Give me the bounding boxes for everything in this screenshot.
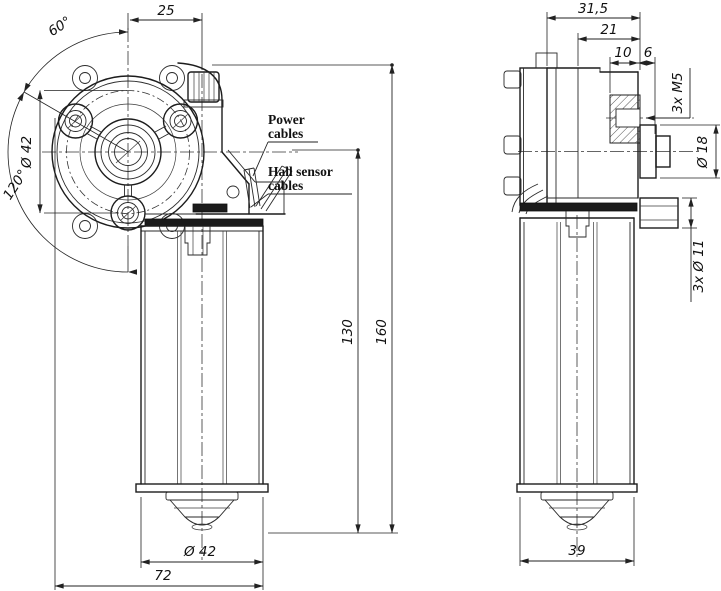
motor-dia-42-label: Ø 42 <box>183 544 216 560</box>
dim-6-label: 6 <box>644 45 653 61</box>
motor-body-front <box>135 203 269 531</box>
power-cables <box>243 167 261 209</box>
housing-hole <box>226 185 240 199</box>
offset-dimension: 25 <box>129 3 203 70</box>
front-width-dimensions: Ø 42 72 <box>54 118 264 590</box>
dia-18-label: Ø 18 <box>695 136 711 169</box>
dim-160-label: 160 <box>374 319 390 345</box>
shaft-dia-dimension: Ø 18 <box>660 124 720 179</box>
end-cap-front <box>165 491 239 531</box>
cable-labels: Power cables Hall sensor cables <box>250 112 352 208</box>
dim-21-label: 21 <box>600 22 617 38</box>
bearing-cap-tab <box>184 226 211 256</box>
ear-boss-side <box>639 197 679 229</box>
hole-note: 3x Ø 11 <box>682 197 707 302</box>
offset-25-label: 25 <box>157 3 174 19</box>
power-label-line2: cables <box>268 126 303 141</box>
connector-block <box>183 71 224 108</box>
side-view: 31,5 21 10 6 3x M5 Ø 18 <box>503 1 720 566</box>
dim-31-5-label: 31,5 <box>578 1 608 17</box>
screw-bosses <box>57 103 199 231</box>
power-label-line1: Power <box>268 112 305 127</box>
hub-ribs <box>85 125 171 196</box>
front-centerlines <box>42 28 298 560</box>
output-hub <box>94 118 162 186</box>
motor-body-side <box>516 202 638 531</box>
dim-72-label: 72 <box>154 568 171 584</box>
gearbox-flange <box>51 65 205 239</box>
bearing-cap-tab-side <box>565 211 590 238</box>
angle-120-label: 120° <box>0 167 31 203</box>
side-width-dimension: 39 <box>519 497 635 566</box>
note-3x-m5-label: 3x M5 <box>670 72 686 113</box>
bolt-circle-label: Ø 42 <box>19 136 35 169</box>
note-3x-dia-11-label: 3x Ø 11 <box>691 240 707 293</box>
hall-label-line2: cables <box>268 178 303 193</box>
angle-60-label: 60° <box>45 13 74 39</box>
dim-10-label: 10 <box>614 45 631 61</box>
front-view: 60° 120° Ø 42 25 <box>0 3 398 590</box>
side-depth-dimensions: 31,5 21 10 6 <box>546 1 656 134</box>
height-dimensions: 160 130 <box>212 63 398 534</box>
m5-thread-boss <box>609 94 641 144</box>
end-cap-side <box>540 491 614 531</box>
output-shaft-side <box>639 124 671 179</box>
dim-39-label: 39 <box>568 543 585 559</box>
thread-note: 3x M5 <box>645 68 691 121</box>
hall-label-line1: Hall sensor <box>268 164 333 179</box>
gearbox-side <box>503 52 679 229</box>
dim-130-label: 130 <box>340 319 356 345</box>
